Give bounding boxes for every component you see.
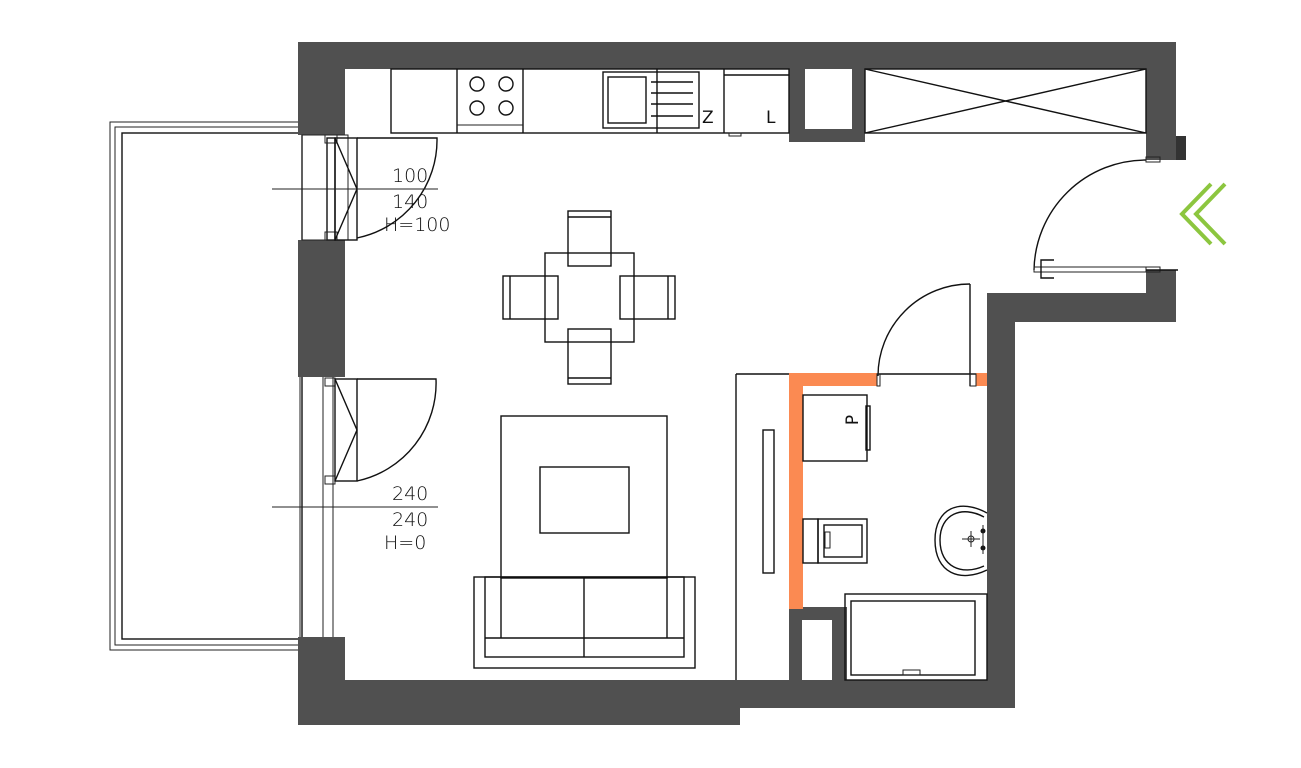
- dining-table: [502, 210, 676, 385]
- washing-machine-label: P: [843, 415, 863, 425]
- fridge-icon: [724, 74, 789, 137]
- toilet-icon: [802, 518, 868, 564]
- balcony-door-height: 240: [392, 509, 428, 531]
- bathtub-icon: [844, 593, 988, 681]
- washing-machine-icon: [802, 394, 871, 462]
- bathroom-door: [876, 283, 977, 387]
- fridge-label: L: [766, 108, 776, 128]
- sofa-icon: [473, 576, 696, 669]
- balcony: [109, 121, 303, 651]
- balcony-door-sill: H=0: [384, 532, 426, 554]
- window-upper: 100 140 H=100: [272, 134, 450, 241]
- walls: [298, 42, 1186, 725]
- entrance-door: [1033, 156, 1178, 279]
- hallway-wardrobe: [735, 373, 789, 680]
- sink-icon: [602, 69, 700, 133]
- balcony-door-width: 240: [392, 483, 428, 505]
- window-upper-height: 140: [392, 191, 428, 213]
- window-upper-sill: H=100: [384, 214, 450, 236]
- bathroom: P: [802, 394, 988, 681]
- balcony-door: 240 240 H=0: [272, 377, 438, 637]
- washbasin-icon: [934, 505, 988, 577]
- double-chevron-left-icon: [1179, 182, 1227, 246]
- living-area: [473, 415, 696, 669]
- sink-label: Z: [702, 108, 714, 128]
- kitchen-counter: Z L: [390, 68, 790, 137]
- window-upper-width: 100: [392, 165, 428, 187]
- wardrobe: [864, 68, 1147, 134]
- hob-icon: [457, 76, 523, 126]
- bathroom-partition: [789, 373, 987, 609]
